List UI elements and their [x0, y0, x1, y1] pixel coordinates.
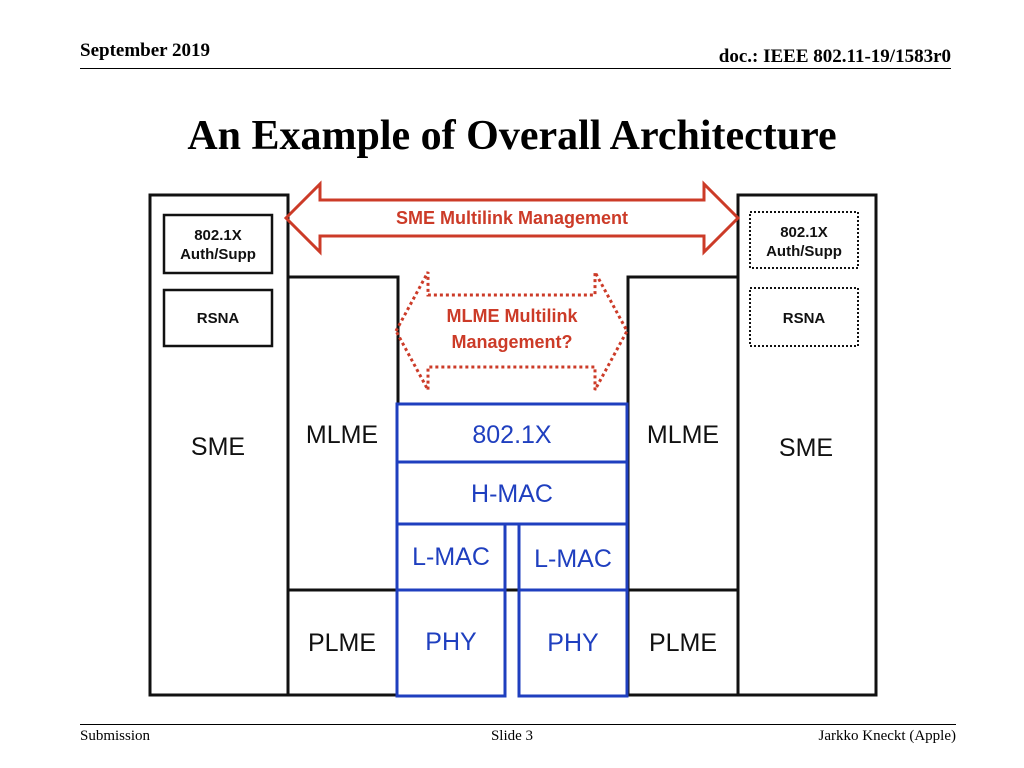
slide-title: An Example of Overall Architecture [187, 113, 837, 159]
left-mlme-label: MLME [306, 421, 378, 449]
left-lmac-phy-box [395, 522, 507, 698]
left-phy-label: PHY [425, 628, 477, 656]
right-sme-label: SME [779, 434, 833, 462]
header-rule [80, 68, 951, 69]
left-rsna-label: RSNA [197, 310, 240, 327]
right-plme-label: PLME [649, 629, 717, 657]
right-lmac-label: L-MAC [534, 545, 612, 573]
header-doc-id: doc.: IEEE 802.11-19/1583r0 [718, 46, 951, 67]
left-sme-label: SME [191, 433, 245, 461]
left-lmac-label: L-MAC [412, 543, 490, 571]
left-plme-label: PLME [308, 629, 376, 657]
mlme-multilink-arrow [394, 271, 629, 391]
right-auth-label-2: Auth/Supp [766, 243, 842, 260]
right-phy-label: PHY [547, 629, 599, 657]
left-rsna-box [162, 288, 274, 348]
dot1x-label: 802.1X [472, 421, 552, 449]
sme-multilink-arrow [283, 180, 741, 256]
right-lmac-phy-box [517, 522, 629, 698]
mlme-multilink-label-1: MLME Multilink [447, 306, 579, 326]
right-rsna-label: RSNA [783, 310, 826, 327]
dot1x-box [395, 402, 629, 464]
left-auth-box [162, 213, 274, 275]
footer-slide-number: Slide 3 [490, 728, 534, 744]
left-auth-label-1: 802.1X [194, 227, 242, 244]
left-auth-label-2: Auth/Supp [180, 246, 256, 263]
right-auth-box [749, 211, 859, 269]
header-date: September 2019 [80, 40, 210, 61]
mlme-multilink-label-2: Management? [451, 332, 572, 352]
right-rsna-box [749, 287, 859, 347]
sme-multilink-label: SME Multilink Management [396, 208, 628, 228]
footer-rule [80, 724, 956, 725]
right-auth-label-1: 802.1X [780, 224, 828, 241]
right-mlme-label: MLME [647, 421, 719, 449]
footer-submission: Submission [80, 728, 151, 744]
hmac-box [395, 460, 629, 526]
footer-author: Jarkko Kneckt (Apple) [818, 728, 956, 744]
hmac-label: H-MAC [471, 480, 553, 508]
